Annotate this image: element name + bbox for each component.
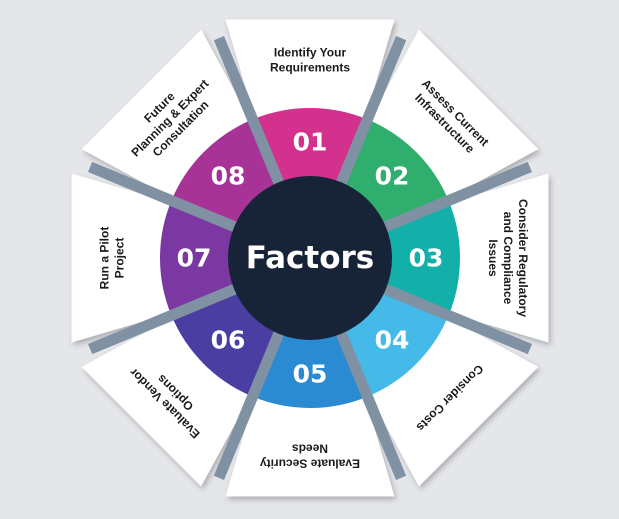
factor-number-06: 06: [211, 326, 246, 355]
factor-number-03: 03: [409, 244, 444, 273]
divider-bar: [334, 327, 407, 480]
factor-number-01: 01: [293, 128, 328, 157]
factor-label-line: Identify Your: [274, 46, 347, 60]
factor-label-line: Project: [113, 238, 127, 279]
divider-bar: [213, 327, 286, 480]
factor-label-line: Run a Pilot: [98, 227, 112, 290]
divider-bar: [88, 282, 241, 355]
factor-number-04: 04: [375, 326, 410, 355]
factor-number-05: 05: [293, 360, 328, 389]
factor-label-line: and Compliance: [501, 212, 515, 305]
factor-panel-01: [225, 19, 395, 129]
center-title: Factors: [246, 240, 375, 276]
factor-label-line: Requirements: [270, 61, 350, 75]
ring-segment-07: [160, 200, 237, 316]
ring-segment-01: [252, 107, 368, 185]
factor-label-line: Needs: [292, 442, 328, 456]
ring-segment-05: [252, 331, 368, 409]
divider-bar: [334, 36, 407, 189]
divider-bar: [379, 161, 532, 234]
factor-label-line: Consider Regulatory: [516, 199, 530, 317]
center-circle: [228, 176, 392, 340]
divider-bar: [379, 282, 532, 355]
factor-panel-03: [439, 173, 549, 343]
ring-segment-03: [383, 200, 460, 316]
factor-number-08: 08: [211, 161, 246, 190]
factor-panel-07: [71, 173, 181, 343]
divider-bar: [88, 161, 241, 234]
factor-label-line: Evaluate Security: [260, 457, 360, 471]
factor-number-07: 07: [177, 244, 212, 273]
factor-number-02: 02: [375, 161, 410, 190]
factor-label-line: Issues: [486, 239, 500, 277]
divider-bar: [213, 36, 286, 189]
factor-panel-05: [225, 387, 395, 497]
